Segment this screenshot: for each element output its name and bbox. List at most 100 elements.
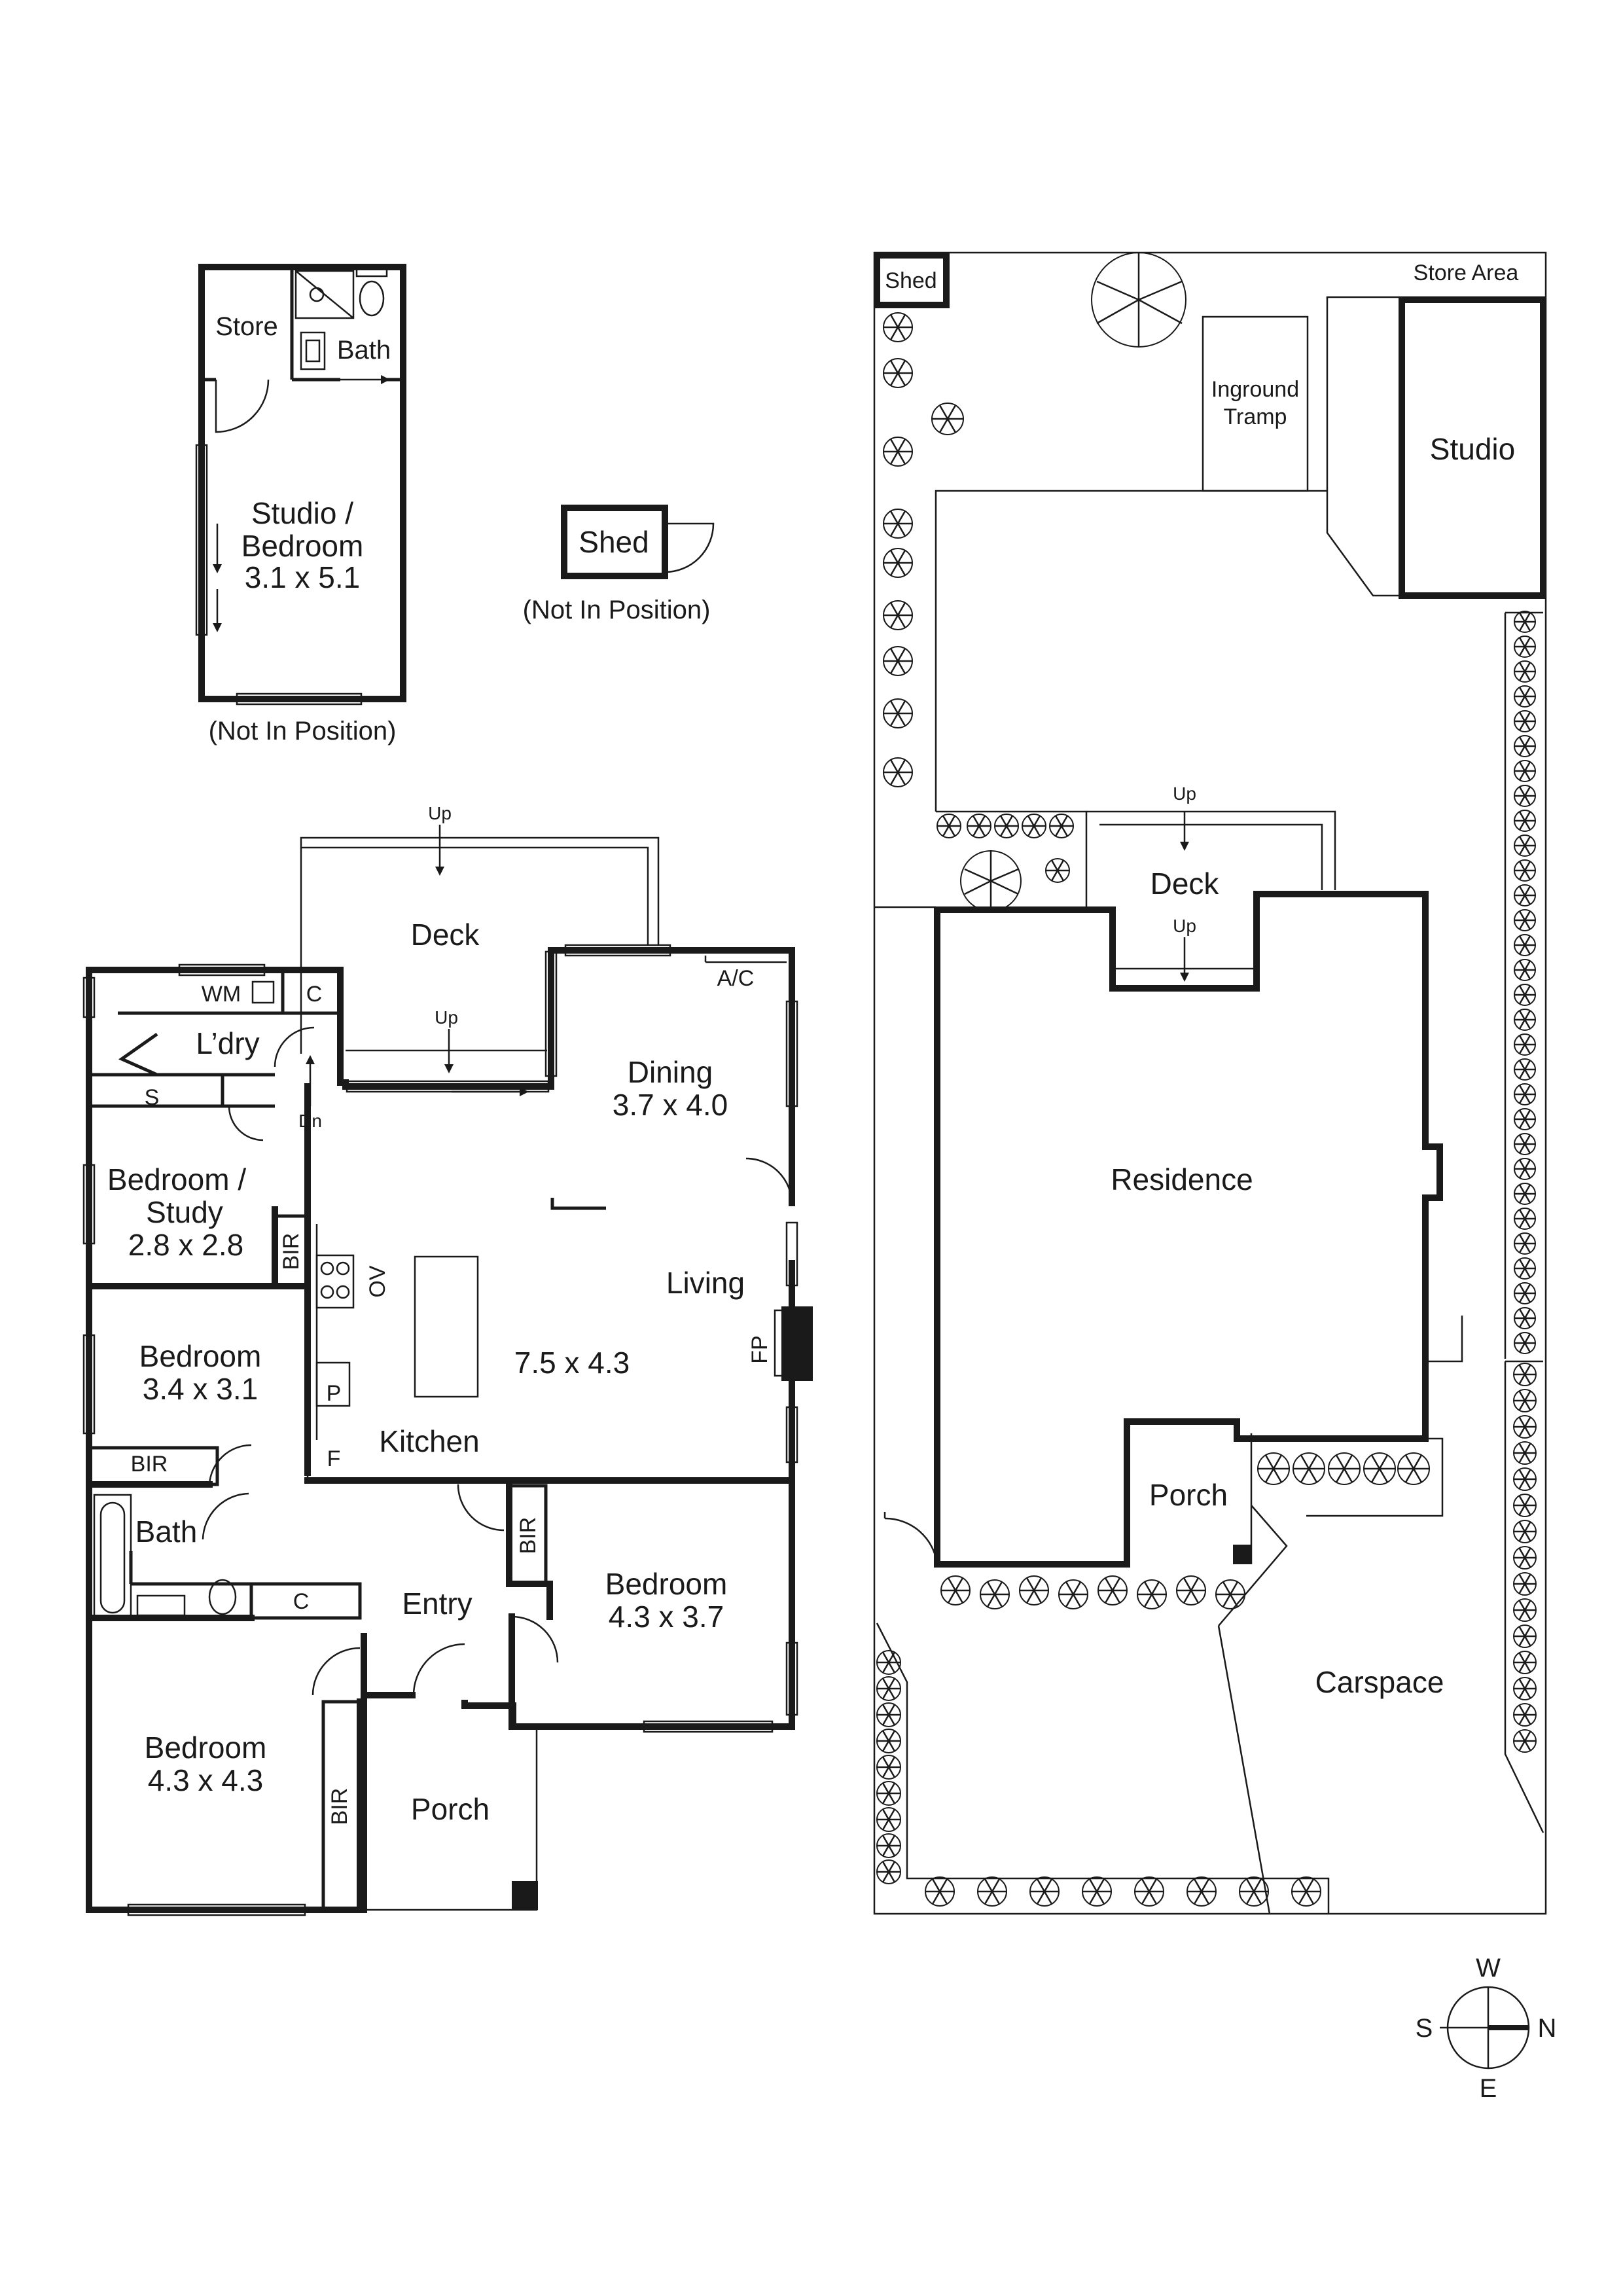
compass-icon: W S N E <box>1416 1954 1557 2103</box>
shrub-icon <box>1291 1876 1321 1907</box>
fridge-label: F <box>327 1446 341 1471</box>
shrub-icon <box>1514 834 1536 857</box>
site-shed-label: Shed <box>885 268 936 293</box>
shrub-icon <box>936 814 961 838</box>
studio-note-label: (Not In Position) <box>209 717 397 745</box>
store-area-label: Store Area <box>1414 260 1519 285</box>
cupboard-label-2: C <box>293 1589 310 1614</box>
shrub-icon <box>1513 1677 1537 1700</box>
shrub-icon <box>876 1702 901 1727</box>
bedroom-study-dims-label: 2.8 x 2.8 <box>128 1228 243 1262</box>
carspace-label: Carspace <box>1315 1665 1444 1699</box>
cupboard-label-1: C <box>306 982 323 1007</box>
site-porch-label: Porch <box>1149 1478 1228 1512</box>
shrub-icon <box>980 1579 1010 1609</box>
shrub-icon <box>1513 1703 1537 1727</box>
deck-label: Deck <box>411 918 480 952</box>
shrub-icon <box>1514 810 1536 832</box>
deck-up2-label: Up <box>435 1007 458 1028</box>
compass-north: N <box>1538 2014 1557 2043</box>
kitchen-label: Kitchen <box>379 1424 479 1458</box>
bir-label-2: BIR <box>131 1452 168 1477</box>
shrub-icon <box>1514 1307 1536 1329</box>
shrub-icon <box>931 403 964 435</box>
residence-label: Residence <box>1111 1162 1253 1196</box>
shrub-icon <box>1045 858 1070 883</box>
laundry-label: L’dry <box>196 1026 259 1060</box>
site-plan: Shed Store Area Inground Tramp Studio Up… <box>873 251 1547 1915</box>
bedroom-3-dims-label: 4.3 x 3.7 <box>609 1600 724 1634</box>
dining-label: Dining <box>628 1055 713 1089</box>
bir-label-4: BIR <box>327 1788 352 1825</box>
house-plan: Up Deck Up Dn WM C L’dry S A/C Dining 3.… <box>82 803 813 1916</box>
shrub-icon <box>1082 1876 1112 1907</box>
dining-dims-label: 3.7 x 4.0 <box>613 1088 728 1122</box>
shrub-icon <box>1514 636 1536 658</box>
tree-large <box>1091 252 1186 348</box>
shrub-icon <box>1049 814 1074 838</box>
shrub-icon <box>1514 1108 1536 1130</box>
shrub-icon <box>1514 611 1536 633</box>
shrub-icon <box>1097 1575 1128 1605</box>
shed-detail-label: Shed <box>579 525 649 559</box>
shrub-icon <box>1514 1083 1536 1105</box>
tree-medium <box>960 850 1022 912</box>
living-dims-label: 7.5 x 4.3 <box>514 1346 630 1380</box>
pantry-label: P <box>327 1381 342 1406</box>
compass-south: S <box>1416 2014 1433 2043</box>
front-porch-label: Porch <box>411 1792 490 1826</box>
shrub-icon <box>967 814 991 838</box>
shrub-icon <box>1514 1133 1536 1155</box>
shrub-icon <box>876 1859 901 1884</box>
shrub-icon <box>1513 1729 1537 1753</box>
fireplace-label: FP <box>747 1335 772 1363</box>
site-studio-label: Studio <box>1430 432 1515 466</box>
shrub-icon <box>1513 1389 1537 1412</box>
shrub-icon <box>876 1781 901 1806</box>
shrub-icon <box>1514 1208 1536 1230</box>
shrub-icon <box>1513 1363 1537 1386</box>
hedge-trees <box>876 312 1537 1907</box>
shrub-icon <box>1176 1575 1206 1605</box>
shrub-icon <box>883 509 913 539</box>
shrub-icon <box>1514 660 1536 683</box>
shrub-icon <box>876 1676 901 1701</box>
shrub-icon <box>883 358 913 388</box>
living-label: Living <box>666 1266 745 1300</box>
shrub-icon <box>994 814 1019 838</box>
shrub-icon <box>883 548 913 578</box>
shrub-icon <box>1514 1183 1536 1205</box>
shrub-icon <box>1514 1257 1536 1280</box>
shrub-icon <box>876 1833 901 1858</box>
shrub-icon <box>1514 959 1536 981</box>
tramp-label-1: Inground <box>1211 377 1299 402</box>
shed-detail: Shed (Not In Position) <box>523 505 715 624</box>
bedroom-3-label: Bedroom <box>605 1567 728 1601</box>
shrub-icon <box>1514 1158 1536 1180</box>
shrub-icon <box>1514 1058 1536 1081</box>
shrub-icon <box>883 646 913 676</box>
shrub-icon <box>1513 1415 1537 1439</box>
compass-east: E <box>1480 2074 1497 2103</box>
site-up-label-1: Up <box>1173 783 1196 804</box>
shrub-icon <box>1513 1467 1537 1491</box>
oven-label: OV <box>365 1265 390 1297</box>
bedroom-study-label: Bedroom / <box>107 1162 246 1196</box>
site-up-label-2: Up <box>1173 916 1196 936</box>
shrub-icon <box>977 1876 1007 1907</box>
shrub-icon <box>1058 1579 1088 1609</box>
shrub-icon <box>1019 1575 1049 1605</box>
shelf-label: S <box>145 1085 160 1110</box>
shrub-icon <box>883 437 913 467</box>
shrub-icon <box>876 1729 901 1753</box>
shrub-icon <box>1514 1009 1536 1031</box>
shed-detail-note: (Not In Position) <box>523 596 711 624</box>
shrub-icon <box>1215 1579 1245 1609</box>
shrub-icon <box>1514 685 1536 708</box>
shrub-icon <box>1293 1452 1325 1485</box>
shrub-icon <box>1514 1282 1536 1304</box>
shrub-icon <box>1514 735 1536 757</box>
bedroom-4-dims-label: 4.3 x 4.3 <box>148 1763 263 1797</box>
shrub-icon <box>1137 1579 1167 1609</box>
